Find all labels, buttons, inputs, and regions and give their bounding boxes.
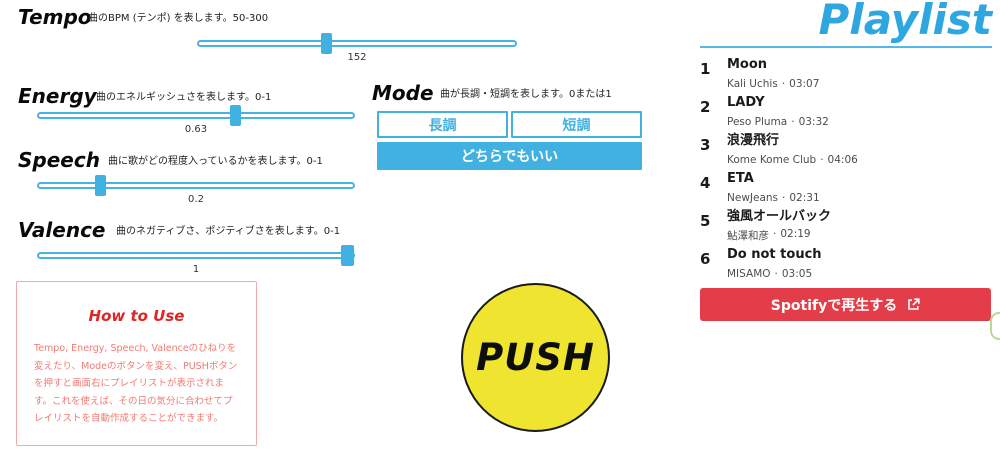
track-duration: 04:06: [827, 154, 858, 166]
valence-description: 曲のネガティブさ、ポジティブさを表します。0-1: [116, 226, 341, 237]
track-title: 強風オールバック: [727, 209, 832, 224]
track-number: 4: [700, 174, 711, 192]
track-row: 6 Do not touch MISAMO · 03:05: [700, 247, 992, 285]
track-meta-separator: ·: [820, 154, 824, 166]
valence-heading: Valence: [18, 218, 106, 242]
track-meta: Kali Uchis · 03:07: [727, 78, 819, 90]
valence-slider-value: 1: [192, 264, 200, 275]
mode-either-button[interactable]: どちらでもいい: [377, 142, 642, 170]
mode-minor-button[interactable]: 短調: [511, 111, 642, 138]
track-artist: Kali Uchis: [727, 78, 778, 90]
track-title: 浪漫飛行: [727, 133, 780, 148]
track-meta-separator: ·: [774, 268, 778, 280]
playlist-title: Playlist: [818, 0, 992, 44]
external-link-icon: [907, 298, 920, 311]
track-meta-separator: ·: [791, 116, 795, 128]
tempo-slider[interactable]: [197, 40, 517, 47]
track-meta: 鮎澤和彦 · 02:19: [727, 228, 811, 243]
mode-heading: Mode: [372, 81, 434, 105]
track-duration: 02:31: [789, 192, 820, 204]
track-artist: NewJeans: [727, 192, 779, 204]
speech-heading: Speech: [18, 148, 100, 172]
track-title: Moon: [727, 57, 768, 72]
speech-slider-thumb[interactable]: [95, 175, 106, 196]
track-title: ETA: [727, 171, 754, 186]
energy-heading: Energy: [18, 84, 97, 108]
track-meta-separator: ·: [781, 78, 786, 90]
track-number: 2: [700, 98, 711, 116]
energy-slider-thumb[interactable]: [230, 105, 241, 126]
spotify-play-button-label: Spotifyで再生する: [770, 297, 898, 314]
track-meta-separator: ·: [773, 228, 777, 240]
track-meta: Kome Kome Club · 04:06: [727, 154, 858, 166]
how-to-use-body: Tempo, Energy, Speech, Valenceのひねりを変えたり、…: [34, 343, 238, 424]
track-number: 6: [700, 250, 711, 268]
track-meta: NewJeans · 02:31: [727, 192, 820, 204]
energy-description: 曲のエネルギッシュさを表します。0-1: [96, 92, 272, 103]
how-to-use-box: How to Use Tempo, Energy, Speech, Valenc…: [16, 281, 257, 446]
track-duration: 03:07: [789, 78, 820, 90]
track-duration: 02:19: [780, 228, 811, 240]
spotify-play-button[interactable]: Spotifyで再生する: [700, 288, 991, 321]
mode-description: 曲が長調・短調を表します。0または1: [440, 89, 612, 100]
track-number: 5: [700, 212, 711, 230]
tempo-slider-value: 152: [347, 52, 367, 63]
tempo-slider-thumb[interactable]: [321, 33, 332, 54]
track-duration: 03:32: [798, 116, 829, 128]
speech-slider-value: 0.2: [188, 194, 204, 205]
track-artist: 鮎澤和彦: [727, 230, 769, 242]
track-number: 3: [700, 136, 711, 154]
track-row: 3 浪漫飛行 Kome Kome Club · 04:06: [700, 133, 992, 171]
track-duration: 03:05: [781, 268, 813, 280]
track-meta-separator: ·: [782, 192, 786, 204]
valence-slider[interactable]: [37, 252, 355, 259]
track-number: 1: [700, 60, 711, 78]
playlist-title-divider: [700, 46, 992, 48]
energy-slider[interactable]: [37, 112, 355, 119]
speech-description: 曲に歌がどの程度入っているかを表します。0-1: [108, 156, 323, 167]
track-row: 4 ETA NewJeans · 02:31: [700, 171, 992, 209]
mode-major-button[interactable]: 長調: [377, 111, 508, 138]
push-button-label: PUSH: [476, 336, 595, 379]
energy-slider-value: 0.63: [184, 124, 208, 135]
track-meta: MISAMO · 03:05: [727, 268, 812, 280]
playlist-track-list: 1 Moon Kali Uchis · 03:07 2 LADY Peso Pl…: [700, 57, 992, 285]
track-row: 2 LADY Peso Pluma · 03:32: [700, 95, 992, 133]
track-title: LADY: [727, 95, 765, 110]
track-artist: MISAMO: [727, 268, 771, 280]
track-artist: Peso Pluma: [727, 116, 788, 128]
track-title: Do not touch: [727, 247, 822, 262]
how-to-use-title: How to Use: [88, 307, 185, 325]
speech-slider[interactable]: [37, 182, 355, 189]
tempo-heading: Tempo: [18, 5, 92, 29]
track-artist: Kome Kome Club: [727, 154, 817, 166]
clipped-right-edge-button[interactable]: [990, 312, 1000, 340]
valence-slider-thumb[interactable]: [341, 245, 354, 266]
track-meta: Peso Pluma · 03:32: [727, 116, 829, 128]
track-row: 1 Moon Kali Uchis · 03:07: [700, 57, 992, 95]
push-button[interactable]: PUSH: [461, 283, 610, 432]
track-row: 5 強風オールバック 鮎澤和彦 · 02:19: [700, 209, 992, 247]
tempo-description: 曲のBPM (テンポ) を表します。50-300: [88, 13, 269, 24]
